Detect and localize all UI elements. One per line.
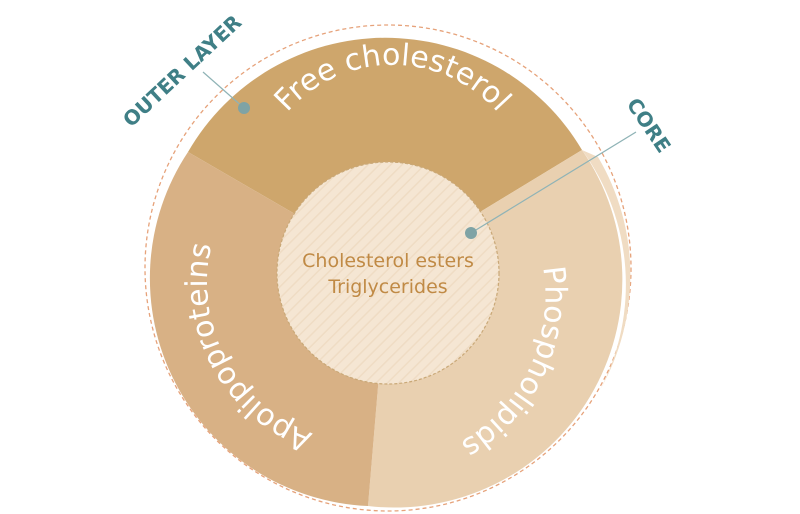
- segment-free-cholesterol: [188, 37, 582, 269]
- core-line-1: Cholesterol esters: [302, 250, 474, 272]
- segment-phospholipids: [368, 150, 623, 508]
- core-circle: [276, 161, 500, 385]
- outer-dashed-ring: [144, 24, 632, 512]
- segment-phospholipids-shadow: [582, 150, 631, 390]
- core-leader-line: [470, 131, 637, 234]
- outer-layer-leader-line: [202, 71, 245, 109]
- core-line-2: Triglycerides: [327, 276, 447, 298]
- outer-layer-marker: [238, 102, 250, 114]
- callout-core: CORE: [622, 93, 676, 157]
- core-marker: [465, 227, 477, 239]
